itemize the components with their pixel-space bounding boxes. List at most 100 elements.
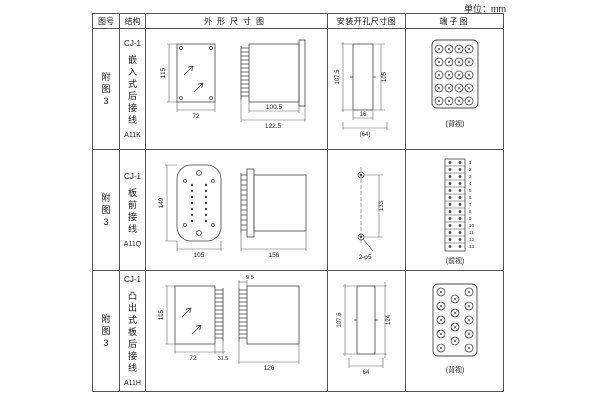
dim-depth-outer: 122.5	[264, 123, 281, 130]
table-row-a11q: 附图3 CJ-1 板前接线 A11Q	[92, 149, 504, 271]
terminal-diagram-a11h: (背视)	[432, 283, 477, 374]
terminal-number: 11	[469, 230, 474, 235]
dimension-labels: 133 2-φ5	[358, 200, 384, 261]
terminal-pins	[434, 44, 473, 106]
dim-pin: 9.5	[246, 275, 254, 281]
dim-depth-inner: 100.5	[265, 104, 282, 111]
structure-label: 凸出式板后接线	[127, 291, 137, 373]
mounting-drawing-a11h: 107.5 124 64	[337, 282, 392, 376]
dim-bottom: 64	[362, 370, 369, 376]
relay-side-view	[240, 39, 305, 107]
model-code: A11Q	[123, 241, 142, 248]
drill-holes	[357, 167, 364, 245]
terminal-number: 10	[469, 223, 475, 228]
outline-drawing-a11k: 115 72 100.5 122.5	[160, 39, 305, 130]
terminal-diagram-a11q: 1 2 3 4 5 6 7 8 9 10 11 12 13 (前视)	[444, 158, 475, 265]
dim-depth: 156	[268, 252, 279, 259]
terminal-number: 3	[469, 174, 472, 179]
view-label: (前视)	[445, 256, 464, 265]
structure-cell: CJ-1 板前接线 A11Q	[119, 149, 146, 271]
structure-label: 嵌入式后接线	[127, 55, 137, 125]
structure-cell: CJ-1 嵌入式后接线 A11K	[119, 28, 146, 150]
structure-label: 板前接线	[127, 188, 137, 234]
dim-right: 124	[386, 314, 392, 325]
mounting-drawing-cell: 107.5 124 64	[327, 270, 406, 392]
terminal-drawing-cell: (背视)	[405, 270, 504, 392]
dim-holes: 2-φ5	[358, 255, 371, 261]
dimension-labels: 115 72 100.5 122.5	[160, 67, 283, 130]
terminal-number: 2	[469, 167, 472, 172]
terminal-number: 1	[469, 160, 472, 165]
structure-cell: CJ-1 凸出式板后接线 A11H	[119, 270, 146, 392]
terminal-strip-outline	[444, 158, 465, 252]
dimension-labels: 115 72 31.5 9.5 126	[158, 275, 275, 372]
outline-drawing-a11q: 149 105 156	[158, 164, 306, 259]
panel-cutout	[353, 285, 378, 355]
terminal-number: 4	[469, 181, 472, 186]
col-header-outline: 外形尺寸图	[145, 13, 328, 29]
terminal-number: 12	[469, 237, 475, 242]
spec-table: 图号 结构 外形尺寸图 安装开孔尺寸图 端子图 附图3 CJ-1 嵌入式后接线 …	[92, 13, 504, 392]
relay-side-view	[238, 285, 299, 345]
dimension-lines	[166, 43, 305, 122]
terminal-screws	[448, 161, 461, 248]
relay-front-view	[176, 43, 215, 103]
terminal-number: 6	[469, 195, 472, 200]
figure-number: 附图3	[101, 72, 111, 106]
mounting-drawing-a11k: 107.5 105 16 (64)	[335, 42, 388, 138]
dim-right: 105	[382, 71, 388, 82]
col-header-terminal: 端子图	[405, 13, 504, 29]
col-header-mounting: 安装开孔尺寸图	[327, 13, 406, 29]
terminal-block-outline	[431, 39, 478, 109]
col-header-structure: 结构	[119, 13, 146, 29]
panel-cutout	[349, 43, 376, 111]
terminal-number: 7	[469, 202, 472, 207]
dim-width: 72	[189, 355, 197, 362]
dimension-labels: 107.5 124 64	[337, 312, 392, 376]
dim-height: 149	[158, 197, 165, 208]
header-row: 图号 结构 外形尺寸图 安装开孔尺寸图 端子图	[92, 13, 504, 29]
terminal-number: 8	[469, 209, 472, 214]
terminal-pins	[436, 287, 473, 353]
dim-left: 107.5	[337, 312, 343, 328]
outline-drawing-a11h: 115 72 31.5 9.5 126	[158, 275, 299, 372]
relay-plate-view	[176, 164, 221, 242]
outline-drawing-cell: 149 105 156	[145, 149, 328, 271]
terminal-number: 5	[469, 188, 472, 193]
plate-pins	[190, 183, 207, 223]
figure-number: 附图3	[101, 193, 111, 227]
dim-height: 115	[160, 67, 167, 78]
dimension-labels: 107.5 105 16 (64)	[335, 69, 388, 138]
figure-number-cell: 附图3	[92, 149, 120, 271]
dimension-lines	[362, 174, 383, 252]
terminal-diagram-a11k: (背视)	[431, 39, 478, 128]
dimension-lines	[164, 280, 299, 364]
terminal-numbers: 1 2 3 4 5 6 7 8 9 10 11 12 13	[469, 160, 475, 249]
dimension-lines	[342, 282, 387, 368]
dimension-lines	[340, 42, 387, 130]
dim-width: 72	[192, 113, 200, 120]
mounting-drawing-cell: 107.5 105 16 (64)	[327, 28, 406, 150]
terminal-drawing-cell: (背视)	[405, 28, 504, 150]
dimension-lines	[164, 164, 306, 251]
unit-label: 单位：mm	[464, 4, 506, 14]
outline-drawing-cell: 115 72 100.5 122.5	[145, 28, 328, 150]
terminal-number: 13	[469, 244, 475, 249]
dim-comb: 31.5	[217, 356, 228, 362]
terminal-drawing-cell: 1 2 3 4 5 6 7 8 9 10 11 12 13 (前视)	[405, 149, 504, 271]
model-code: A11H	[124, 380, 141, 387]
series-label: CJ-1	[124, 275, 141, 284]
view-label: (背视)	[445, 119, 464, 128]
dim-bottom: (64)	[359, 132, 370, 138]
col-header-fig: 图号	[92, 13, 120, 29]
mounting-drawing-a11q: 133 2-φ5	[357, 167, 385, 261]
table-row-a11h: 附图3 CJ-1 凸出式板后接线 A11H	[92, 270, 504, 392]
model-code: A11K	[124, 132, 141, 139]
terminal-number: 9	[469, 216, 472, 221]
terminal-block-outline	[432, 283, 477, 357]
figure-number-cell: 附图3	[92, 28, 120, 150]
dim-left: 107.5	[335, 69, 341, 85]
relay-front-view	[174, 285, 223, 345]
dim-height: 133	[379, 200, 385, 211]
